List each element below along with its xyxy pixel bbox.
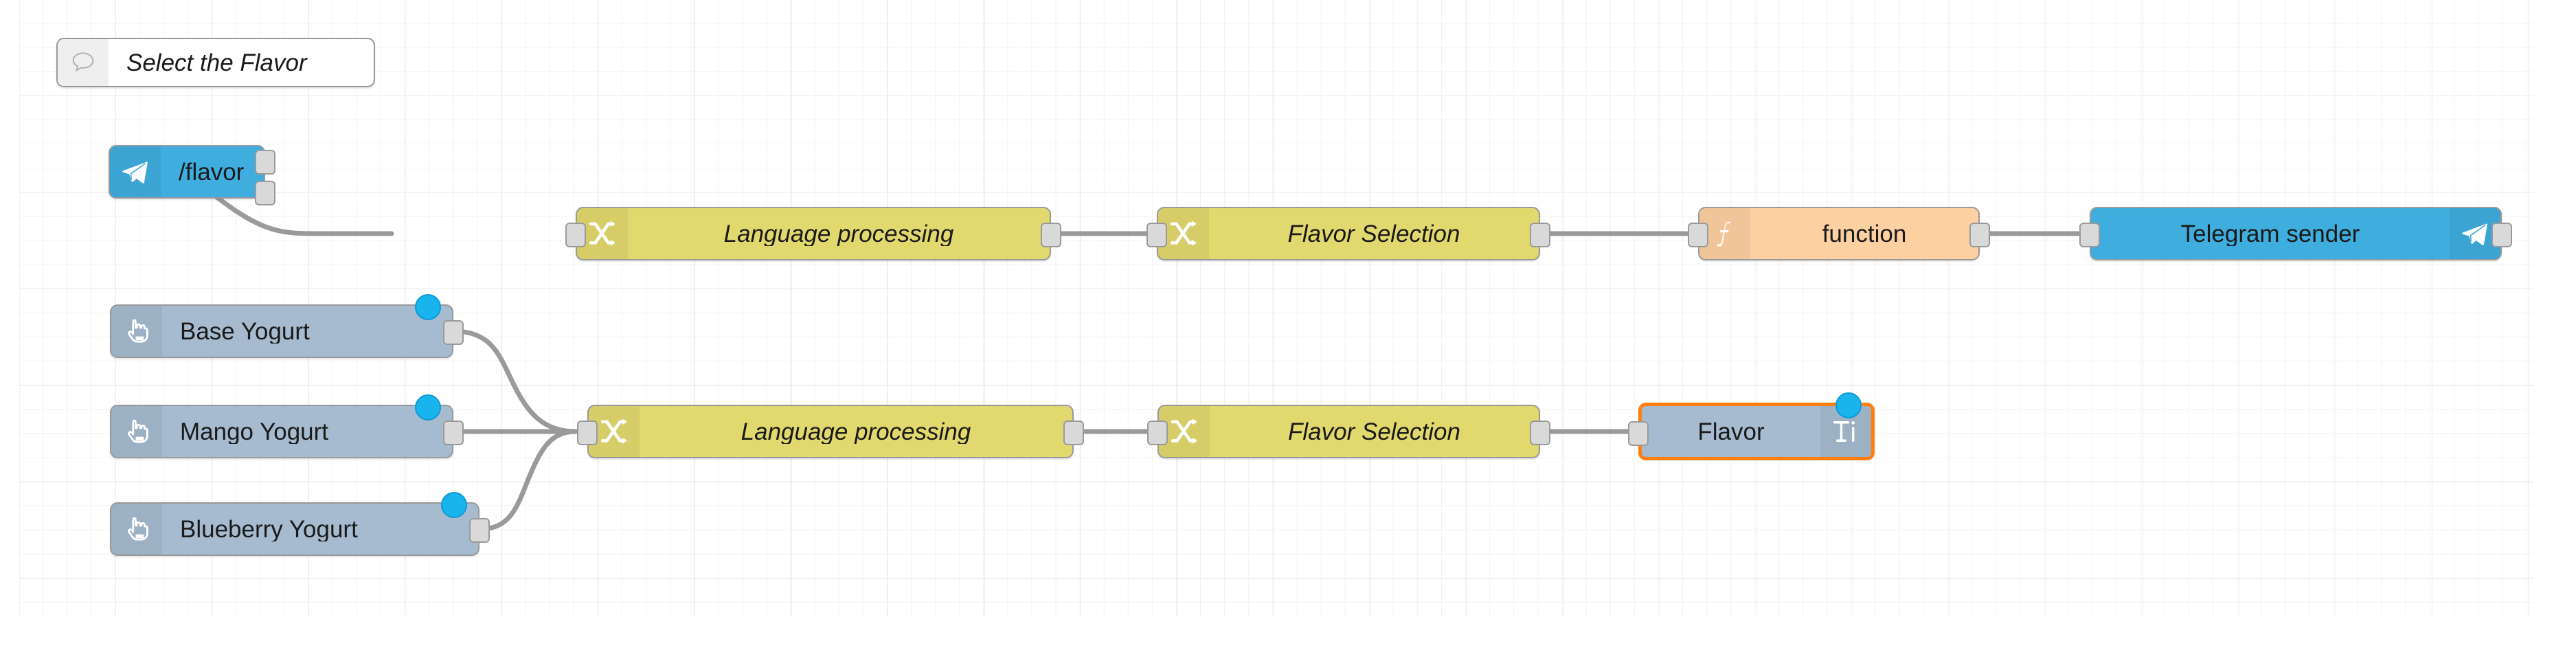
- pointing-hand-icon: [111, 406, 162, 457]
- switch-node-label: Flavor Selection: [1287, 221, 1460, 246]
- output-port-0[interactable]: [2492, 223, 2512, 247]
- output-port-1[interactable]: [255, 181, 275, 205]
- wire-blueberryyogurt-to-languagebottom: [477, 429, 578, 532]
- inject-node-label: Base Yogurt: [180, 319, 310, 344]
- output-port-0[interactable]: [255, 150, 275, 175]
- switch-node-language-processing-top[interactable]: Language processing: [565, 207, 1061, 260]
- function-node-label: function: [1822, 221, 1907, 246]
- pointing-hand-icon: [111, 306, 162, 357]
- input-port[interactable]: [565, 223, 586, 247]
- inject-node-label: Mango Yogurt: [180, 419, 329, 444]
- output-port-0[interactable]: [443, 320, 464, 345]
- switch-node-flavor-selection-top[interactable]: Flavor Selection: [1146, 207, 1550, 260]
- switch-node-label: Language processing: [741, 419, 971, 444]
- input-port[interactable]: [1688, 223, 1708, 247]
- status-dot: [415, 394, 441, 421]
- telegram-paper-plane-icon: [2450, 208, 2500, 259]
- output-port-0[interactable]: [1969, 223, 1990, 247]
- wire-baseyogurt-to-languagebottom: [451, 328, 578, 434]
- status-dot: [441, 492, 467, 518]
- telegram-command-node[interactable]: /flavor: [109, 145, 275, 205]
- inject-node-blueberry-yogurt[interactable]: Blueberry Yogurt: [110, 492, 490, 556]
- input-port[interactable]: [1147, 421, 1168, 445]
- status-dot: [1835, 392, 1862, 418]
- telegram-sender-node[interactable]: Telegram sender: [2079, 207, 2512, 260]
- output-port-0[interactable]: [1530, 223, 1550, 247]
- status-dot: [415, 294, 441, 320]
- input-port[interactable]: [577, 421, 598, 445]
- switch-node-language-processing-bottom[interactable]: Language processing: [577, 405, 1084, 458]
- output-port-0[interactable]: [443, 421, 464, 445]
- output-port-0[interactable]: [1041, 223, 1061, 247]
- telegram-paper-plane-icon: [110, 146, 161, 197]
- function-node[interactable]: function: [1688, 207, 1990, 260]
- inject-node-label: Blueberry Yogurt: [180, 517, 358, 541]
- debug-node-label: Flavor: [1697, 419, 1765, 444]
- comment-node-select-the-flavor[interactable]: Select the Flavor: [56, 38, 375, 87]
- speech-bubble-icon: [58, 39, 109, 86]
- telegram-sender-label: Telegram sender: [2180, 221, 2360, 246]
- input-port[interactable]: [1628, 421, 1649, 446]
- inject-node-mango-yogurt[interactable]: Mango Yogurt: [110, 394, 464, 458]
- output-port-0[interactable]: [1530, 421, 1550, 445]
- telegram-command-label: /flavor: [179, 159, 245, 184]
- inject-node-base-yogurt[interactable]: Base Yogurt: [110, 294, 464, 358]
- input-port[interactable]: [1146, 223, 1167, 247]
- switch-node-flavor-selection-bottom[interactable]: Flavor Selection: [1147, 405, 1550, 458]
- output-port-0[interactable]: [1063, 421, 1084, 445]
- debug-node-flavor[interactable]: Flavor: [1628, 392, 1875, 460]
- pointing-hand-icon: [111, 504, 162, 554]
- switch-node-label: Language processing: [723, 221, 954, 246]
- switch-node-label: Flavor Selection: [1288, 419, 1460, 444]
- input-port[interactable]: [2079, 223, 2100, 247]
- comment-label: Select the Flavor: [126, 50, 307, 75]
- output-port-0[interactable]: [469, 518, 490, 543]
